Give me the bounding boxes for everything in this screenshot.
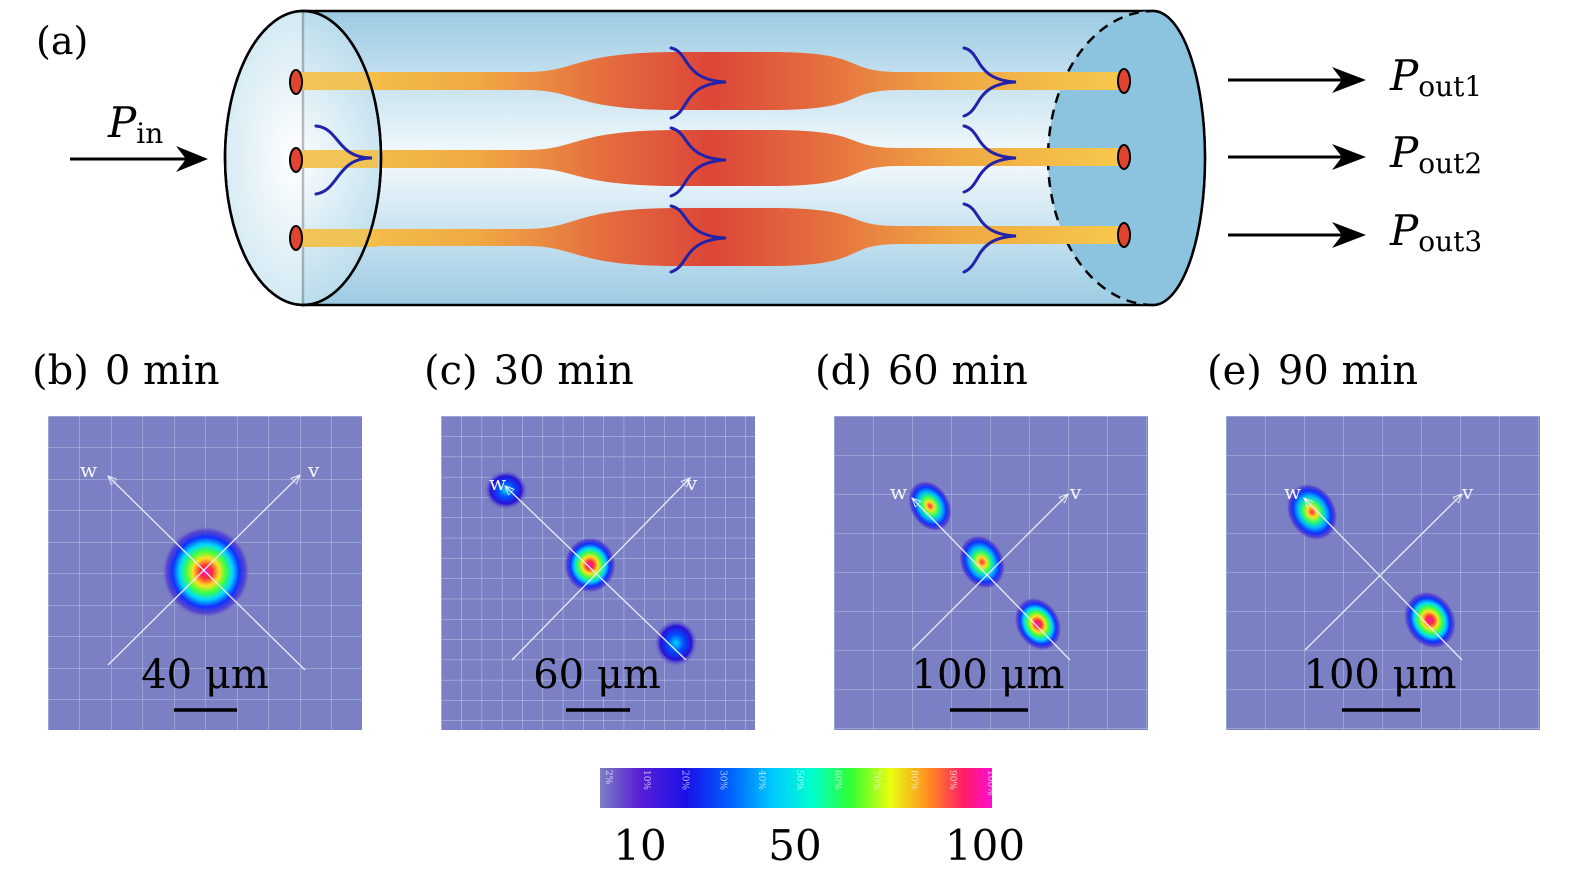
colorbar-percent-label: 10%: [641, 770, 651, 790]
axis-v-label: v: [1069, 480, 1082, 504]
colorbar-tick-50: 50: [768, 821, 821, 870]
svg-text:(e)90 min: (e)90 min: [1207, 348, 1418, 394]
axis-w-label: w: [489, 471, 506, 495]
svg-text:(b)0 min: (b)0 min: [32, 348, 219, 394]
intensity-map-b: w v 40 μm: [48, 416, 362, 730]
axis-w-label: w: [80, 458, 97, 482]
colorbar-percent-label: 60%: [832, 770, 842, 790]
panel-d-heading: (d)60 min: [815, 348, 1028, 394]
intensity-map-c: w v 60 μm: [441, 416, 755, 730]
core-end-markers: [289, 68, 1131, 251]
colorbar: 2%10%20%30%40%50%60%70%80%90%100% 10 50 …: [600, 768, 1025, 870]
output-arrows: [1228, 67, 1366, 248]
input-arrow: [70, 146, 208, 172]
colorbar-percent-label: 90%: [947, 770, 957, 790]
colorbar-tick-10: 10: [613, 821, 666, 870]
colorbar-percent-labels: 2% 10% 20% 30% 40% 50% 60% 70% 80% 90% 100%: [603, 770, 995, 796]
panel-a-label: (a): [36, 19, 88, 63]
colorbar-percent-label: 100%: [985, 770, 995, 796]
intensity-map-d: w v 100 μm: [834, 416, 1148, 730]
spot-lower-right: [1403, 591, 1457, 649]
panel-b-heading: (b)0 min: [32, 348, 219, 394]
scale-bar-label: 100 μm: [912, 652, 1065, 698]
input-power-label: Pin: [107, 98, 163, 150]
axis-w-label: w: [890, 480, 907, 504]
axis-w-label: w: [1284, 480, 1301, 504]
spot-upper-left: [908, 480, 952, 532]
colorbar-percent-label: 80%: [909, 770, 919, 790]
output-power-label-3: Pout3: [1389, 206, 1482, 258]
scale-bar-label: 60 μm: [533, 652, 661, 698]
colorbar-percent-label: 2%: [603, 770, 613, 785]
panel-e-heading: (e)90 min: [1207, 348, 1418, 394]
intensity-map-e: w v 100 μm: [1226, 416, 1540, 730]
scale-bar-label: 100 μm: [1304, 652, 1457, 698]
input-mode-curve: [314, 124, 373, 196]
spot-lower-right: [654, 619, 698, 667]
panel-c-heading: (c)30 min: [424, 348, 634, 394]
colorbar-percent-label: 40%: [756, 770, 766, 790]
svg-text:(c)30 min: (c)30 min: [424, 348, 634, 394]
colorbar-percent-label: 20%: [679, 770, 689, 790]
axis-v-label: v: [685, 471, 698, 495]
out-mode-curve: [962, 46, 1017, 274]
spot-upper-left: [1286, 483, 1338, 541]
output-power-label-1: Pout1: [1389, 51, 1482, 103]
colorbar-percent-label: 50%: [794, 770, 804, 790]
axis-v-label: v: [1461, 480, 1474, 504]
svg-text:(d)60 min: (d)60 min: [815, 348, 1028, 394]
colorbar-percent-label: 70%: [870, 770, 880, 790]
mode-profiles: [314, 46, 1017, 274]
spot-lower-right: [1014, 597, 1062, 651]
colorbar-percent-label: 30%: [718, 770, 728, 790]
output-power-label-2: Pout2: [1389, 128, 1482, 180]
colorbar-tick-100: 100: [945, 821, 1025, 870]
mid-mode-curve: [669, 46, 727, 274]
axis-v-label: v: [307, 458, 320, 482]
scale-bar-label: 40 μm: [141, 652, 269, 698]
spot-center: [564, 537, 616, 593]
spot-center: [958, 534, 1006, 590]
